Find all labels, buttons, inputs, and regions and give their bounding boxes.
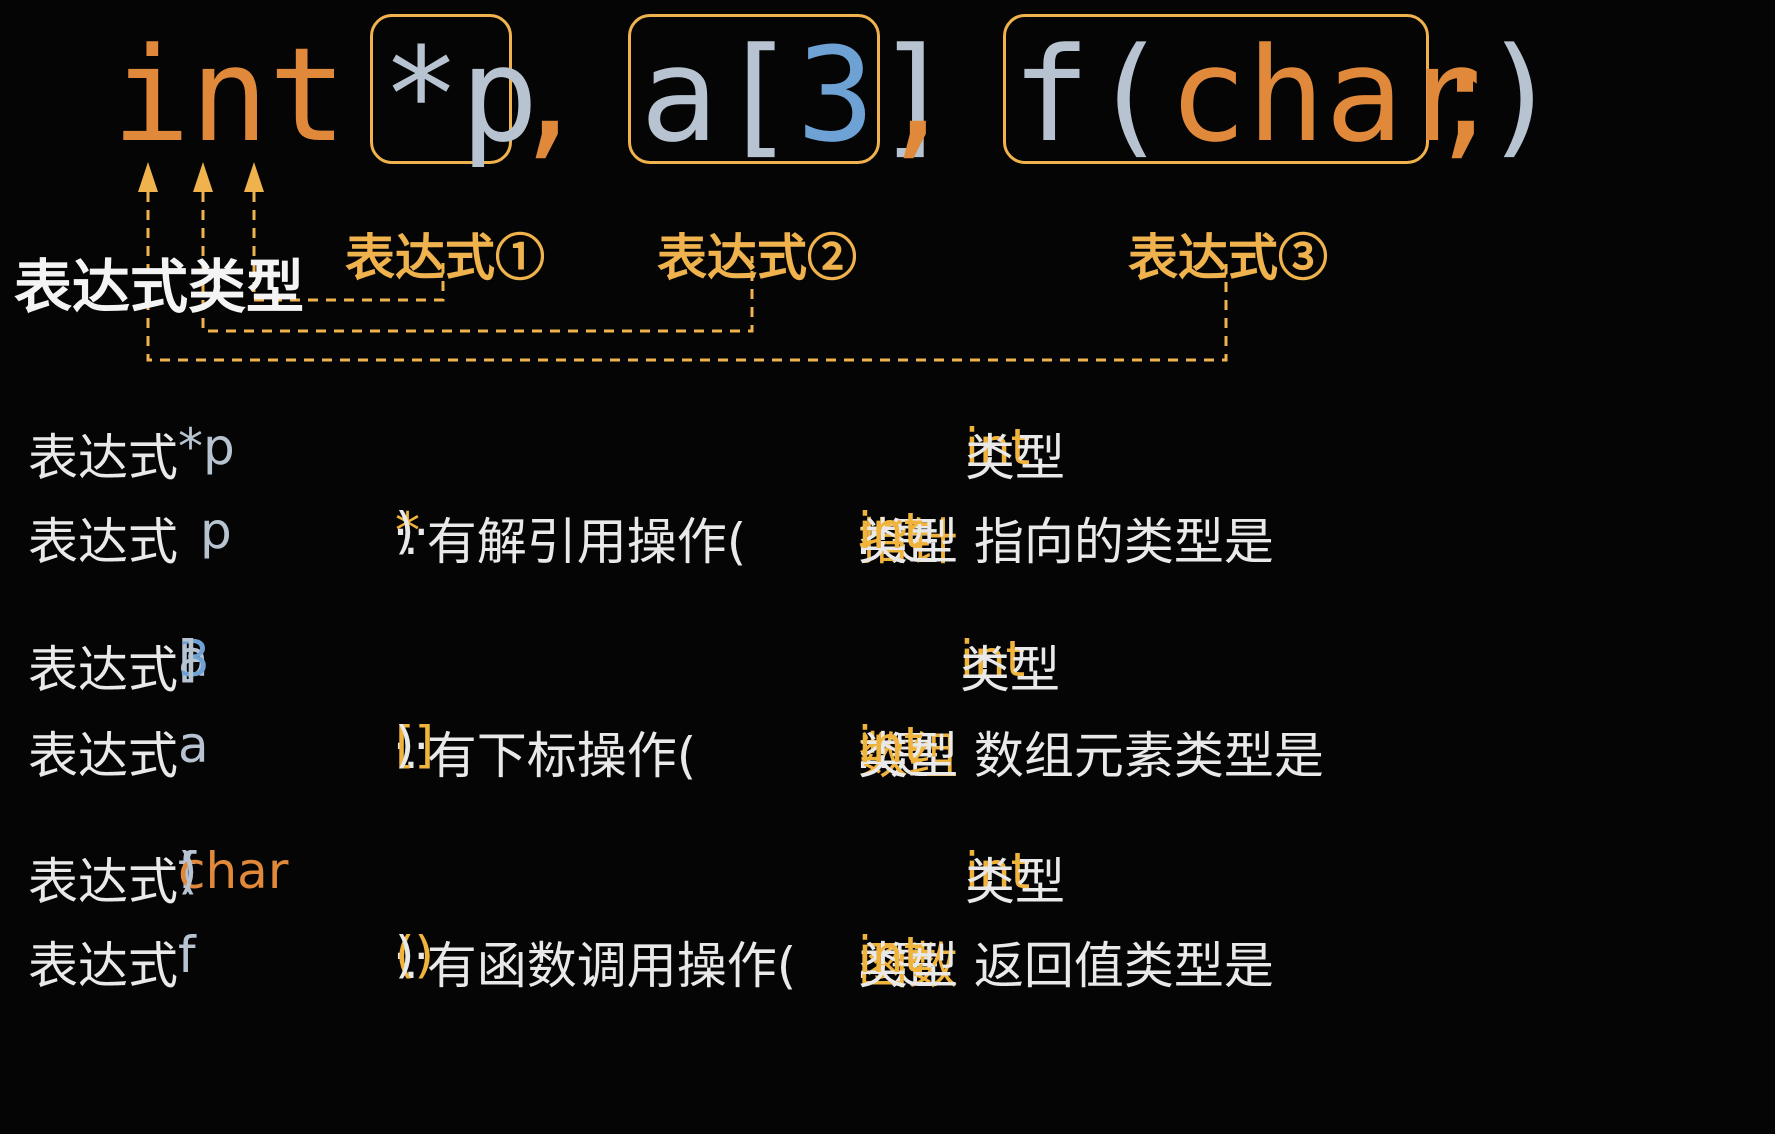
- row-prefix: 表达式: [28, 641, 178, 699]
- connector-expr3: [146, 192, 1228, 362]
- expr3-box: [1003, 14, 1429, 164]
- expr-label-1: 表达式①: [345, 228, 545, 287]
- expr-label-3: 表达式③: [1128, 228, 1328, 287]
- connector-expr2: [201, 192, 754, 333]
- comma-2: ,: [878, 19, 957, 171]
- row-expr: a: [178, 716, 209, 774]
- row-prefix: 表达式: [28, 937, 178, 995]
- expression-type-label: 表达式类型: [14, 253, 305, 321]
- expr1-box: [370, 14, 512, 164]
- row-expr: f: [178, 926, 196, 984]
- row-prefix: 表达式: [28, 429, 178, 487]
- expr-label-2: 表达式②: [657, 228, 857, 287]
- semicolon: ;: [1426, 19, 1505, 171]
- expr3-text: f(char): [1012, 19, 1560, 171]
- expr2-box: [628, 14, 880, 164]
- declaration: int *p , a[3] , f(char) ;: [0, 0, 1775, 210]
- arrow-up-icon: [193, 162, 213, 192]
- row-prefix: 表达式: [28, 513, 178, 571]
- type-keyword: int: [112, 19, 347, 171]
- row-prefix: 表达式: [28, 853, 178, 911]
- connector-lines: [138, 162, 1228, 362]
- expr2-text: a[3]: [640, 19, 954, 171]
- row-prefix: 表达式: [28, 727, 178, 785]
- row-expr: p: [200, 502, 232, 560]
- expr1-text: *p: [382, 19, 539, 171]
- arrow-up-icon: [244, 162, 264, 192]
- row-expr: *p: [178, 418, 235, 476]
- connector-expr1: [252, 192, 445, 302]
- arrow-up-icon: [138, 162, 158, 192]
- comma-1: ,: [510, 19, 589, 171]
